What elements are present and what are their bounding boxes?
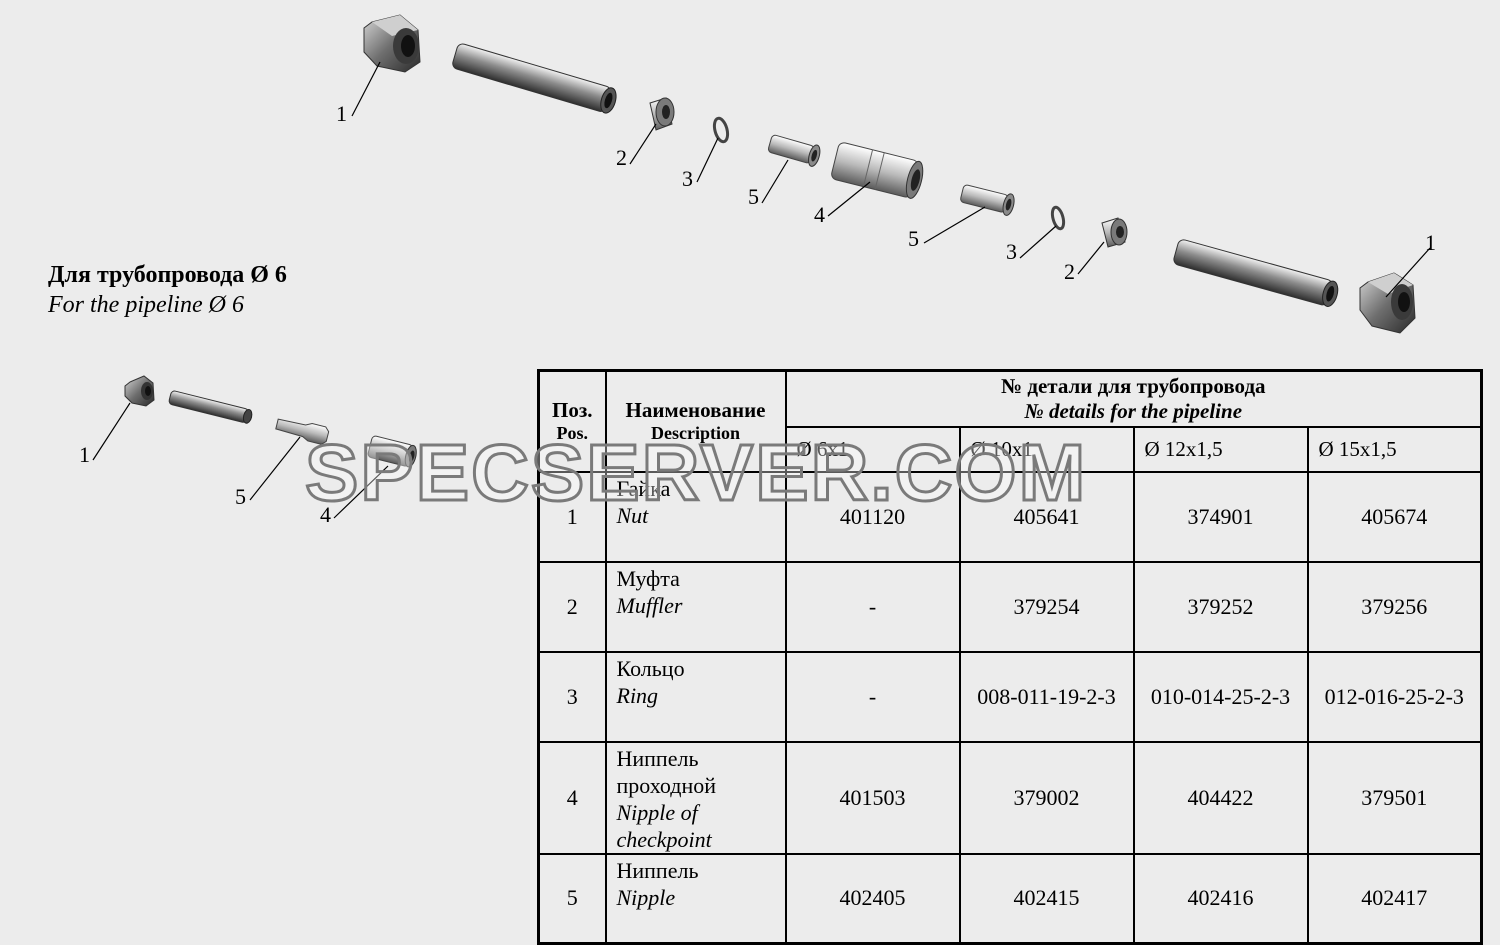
header-pos-en: Pos. xyxy=(556,423,589,444)
row-name-ru: Ниппель проходной xyxy=(616,745,717,798)
row-pos: 1 xyxy=(537,470,607,563)
callout-2: 2 xyxy=(616,145,627,170)
header-desc-en: Description xyxy=(651,423,740,444)
row-pos: 3 xyxy=(537,650,607,743)
row-value: - xyxy=(784,650,961,743)
row-value: 008-011-19-2-3 xyxy=(958,650,1135,743)
small-nut-part-1 xyxy=(124,375,155,407)
row-value: 402405 xyxy=(784,852,961,945)
row-value: 405641 xyxy=(958,470,1135,563)
callout-3b: 3 xyxy=(1006,239,1017,264)
header-description: Наименование Description xyxy=(604,369,787,473)
muffler-part-2-left xyxy=(649,97,675,131)
row-value: - xyxy=(784,560,961,653)
nipple-part-5-left xyxy=(767,134,821,167)
header-num-ru: № детали для трубопровода xyxy=(1000,373,1266,398)
row-value: 379252 xyxy=(1132,560,1309,653)
callouts-top: 1 2 3 5 4 5 3 2 1 xyxy=(336,101,1436,284)
pipeline-note-ru: Для трубопровода Ø 6 xyxy=(48,262,287,288)
header-part-numbers: № детали для трубопровода № details for … xyxy=(784,369,1483,428)
table-row: 4 Ниппель проходной Nipple of checkpoint… xyxy=(537,740,1483,855)
row-value: 405674 xyxy=(1306,470,1483,563)
small-nipple-part-5 xyxy=(275,418,330,445)
muffler-part-2-right xyxy=(1101,217,1128,248)
ring-part-3-left xyxy=(712,116,730,144)
callout-1b: 1 xyxy=(1425,230,1436,255)
pipeline-note-en: For the pipeline Ø 6 xyxy=(48,292,244,318)
header-size-6x1: Ø 6x1 xyxy=(784,425,961,473)
checkpoint-nipple-part-4 xyxy=(831,142,924,199)
row-description: Гайка Nut xyxy=(604,470,787,563)
row-value: 404422 xyxy=(1132,740,1309,855)
parts-table: Поз. Pos. Наименование Description № дет… xyxy=(537,369,1484,945)
callout-4: 4 xyxy=(814,202,825,227)
header-row-top: Поз. Pos. Наименование Description № дет… xyxy=(537,369,1483,473)
row-value: 379254 xyxy=(958,560,1135,653)
header-row-sizes: Ø 6x1 Ø 10x1 Ø 12x1,5 Ø 15x1,5 xyxy=(539,425,1483,473)
row-description: Ниппель Nipple xyxy=(604,852,787,945)
nut-part-1-left xyxy=(363,14,421,73)
header-pos: Поз. Pos. xyxy=(537,369,607,473)
row-value: 379501 xyxy=(1306,740,1483,855)
callout-1: 1 xyxy=(336,101,347,126)
small-callout-1: 1 xyxy=(79,442,90,467)
callout-5b: 5 xyxy=(908,226,919,251)
row-value: 374901 xyxy=(1132,470,1309,563)
leader-lines-top xyxy=(351,61,1431,298)
row-description: Кольцо Ring xyxy=(604,650,787,743)
nut-part-1-right xyxy=(1359,272,1416,334)
header-size-10x1: Ø 10x1 xyxy=(958,425,1135,473)
header-pos-ru: Поз. xyxy=(551,398,593,423)
table-row: 5 Ниппель Nipple 402405 402415 402416 40… xyxy=(537,852,1483,945)
callout-2b: 2 xyxy=(1064,259,1075,284)
row-name-ru: Кольцо xyxy=(616,655,685,681)
row-pos: 5 xyxy=(537,852,607,945)
row-name-en: Muffler xyxy=(616,592,683,618)
row-value: 379256 xyxy=(1306,560,1483,653)
table-row: 1 Гайка Nut 401120 405641 374901 405674 xyxy=(537,470,1483,563)
row-value: 401503 xyxy=(784,740,961,855)
row-name-ru: Ниппель xyxy=(616,857,699,883)
small-callout-4: 4 xyxy=(320,502,331,527)
row-pos: 4 xyxy=(537,740,607,855)
small-checkpoint-nipple-part-4 xyxy=(367,435,417,468)
row-description: Ниппель проходной Nipple of checkpoint xyxy=(604,740,787,855)
row-description: Муфта Muffler xyxy=(604,560,787,653)
table-row: 2 Муфта Muffler - 379254 379252 379256 xyxy=(537,560,1483,653)
row-value: 379002 xyxy=(958,740,1135,855)
header-size-15x1-5: Ø 15x1,5 xyxy=(1306,425,1483,473)
row-name-ru: Гайка xyxy=(616,475,671,501)
header-size-12x1-5: Ø 12x1,5 xyxy=(1132,425,1309,473)
row-value: 402415 xyxy=(958,852,1135,945)
callout-5: 5 xyxy=(748,184,759,209)
row-name-en: Ring xyxy=(616,682,659,708)
ring-part-3-right xyxy=(1050,205,1066,231)
pipe-left xyxy=(452,43,617,114)
callout-3: 3 xyxy=(682,166,693,191)
pipe-right xyxy=(1173,239,1339,307)
row-name-en: Nipple xyxy=(616,884,676,910)
row-value: 012-016-25-2-3 xyxy=(1306,650,1483,743)
row-pos: 2 xyxy=(537,560,607,653)
small-callout-5: 5 xyxy=(235,484,246,509)
row-value: 010-014-25-2-3 xyxy=(1132,650,1309,743)
row-value: 402416 xyxy=(1132,852,1309,945)
small-pipe xyxy=(168,390,253,424)
header-desc-ru: Наименование xyxy=(625,398,766,423)
header-num-en: № details for the pipeline xyxy=(1024,398,1243,423)
row-name-ru: Муфта xyxy=(616,565,680,591)
row-name-en: Nipple of checkpoint xyxy=(616,799,712,852)
row-name-en: Nut xyxy=(616,502,649,528)
callouts-small: 1 5 4 xyxy=(79,442,331,527)
table-row: 3 Кольцо Ring - 008-011-19-2-3 010-014-2… xyxy=(537,650,1483,743)
row-value: 401120 xyxy=(784,470,961,563)
nipple-part-5-right xyxy=(960,184,1015,216)
row-value: 402417 xyxy=(1306,852,1483,945)
leader-lines-small xyxy=(92,402,389,519)
